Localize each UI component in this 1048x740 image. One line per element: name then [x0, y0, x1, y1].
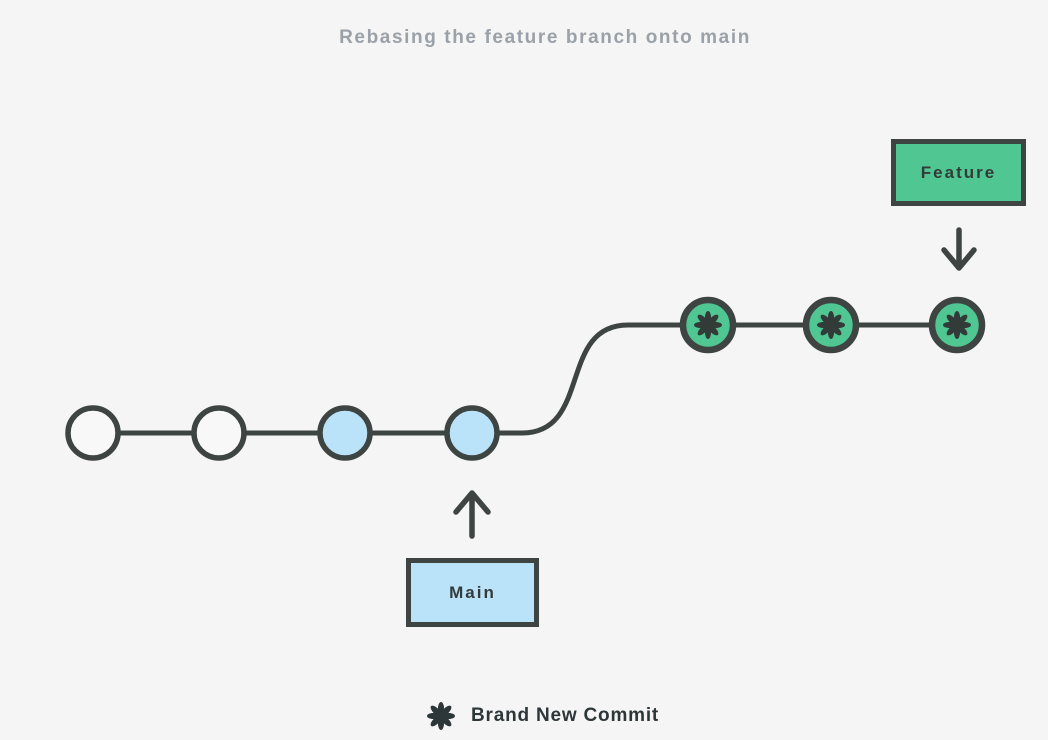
feature-branch-label: Feature — [891, 139, 1026, 206]
legend-label: Brand New Commit — [471, 705, 660, 726]
new-commit-asterisk-icon — [694, 311, 722, 339]
asterisk-icon — [427, 702, 455, 730]
main-commit-node-3 — [317, 405, 373, 461]
main-commit-node-4 — [444, 405, 500, 461]
new-commit-asterisk-icon — [943, 311, 971, 339]
down-arrow-icon — [941, 227, 977, 271]
legend: Brand New Commit — [426, 701, 659, 731]
main-commit-node-1 — [65, 405, 121, 461]
main-branch-label: Main — [406, 558, 539, 627]
up-arrow-icon — [453, 490, 491, 539]
main-commit-node-2 — [191, 405, 247, 461]
main-branch-label-text: Main — [449, 582, 496, 602]
diagram-title: Rebasing the feature branch onto main — [339, 27, 751, 48]
branch-connector-line — [90, 322, 960, 436]
new-commit-asterisk-icon — [817, 311, 845, 339]
feature-branch-label-text: Feature — [920, 162, 997, 182]
